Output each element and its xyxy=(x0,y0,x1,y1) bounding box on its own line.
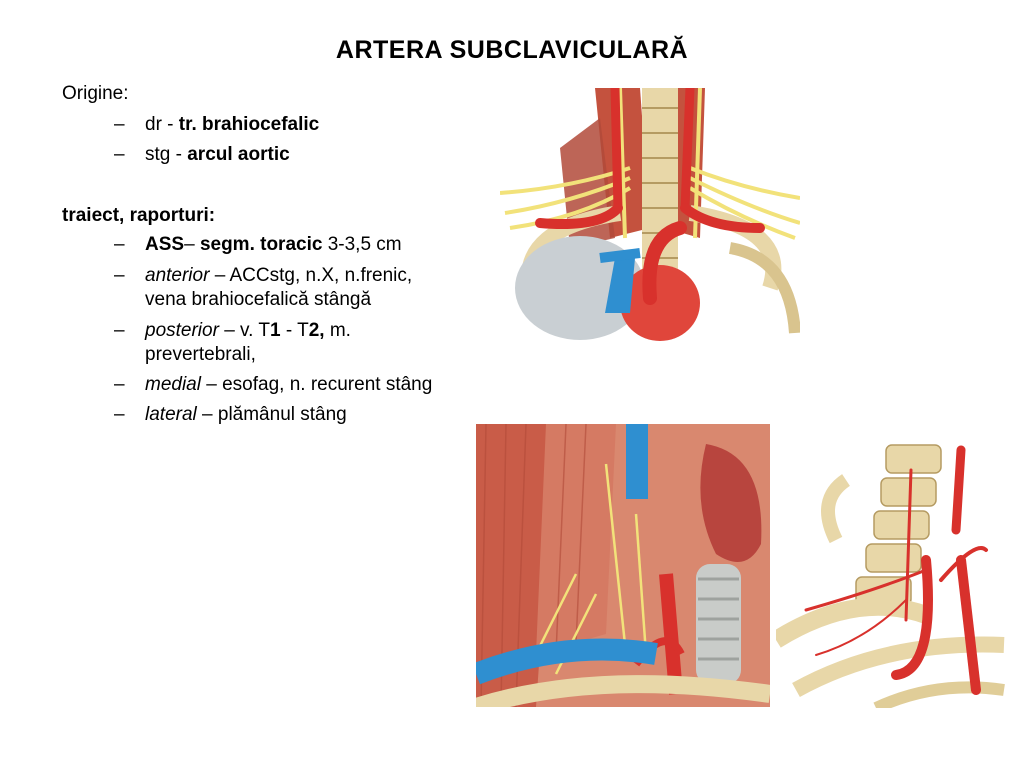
anatomy-illustration-neck-dissection xyxy=(476,424,770,707)
nerve-lines xyxy=(534,463,648,675)
vein-shape xyxy=(605,258,635,313)
origine-heading: Origine: xyxy=(62,83,129,104)
anatomy-illustration-thoracic-outlet xyxy=(500,88,800,346)
item-bold: 1 xyxy=(269,320,281,341)
bullet-dash: – xyxy=(114,144,125,165)
vein-shape xyxy=(626,424,648,499)
artery-shape xyxy=(659,573,683,695)
bone-shape xyxy=(821,474,851,544)
neck-dissection-drawing xyxy=(476,424,770,707)
origine-item-dr: dr - tr. brahiocefalic xyxy=(145,113,319,137)
slide-title: ARTERA SUBCLAVICULARĂ xyxy=(335,36,689,64)
thoracic-outlet-drawing xyxy=(500,88,800,346)
muscle-shape xyxy=(536,424,616,654)
origine-item-stg: stg - arcul aortic xyxy=(145,143,290,167)
bullet-dash: – xyxy=(114,404,125,425)
item-prefix: dr - xyxy=(145,114,179,135)
item-rest: – ACCstg, n.X, n.frenic, xyxy=(209,265,413,286)
item-rest: 3-3,5 cm xyxy=(322,234,402,255)
item-bold: 2, xyxy=(308,320,325,341)
item-prefix: stg - xyxy=(145,144,188,165)
traiect-item-anterior: anterior – ACCstg, n.X, n.frenic, xyxy=(145,264,412,288)
item-bold: tr. brahiocefalic xyxy=(178,114,320,135)
traiect-item-anterior-cont: vena brahiocefalică stângă xyxy=(145,289,372,310)
thyroid-shape xyxy=(700,444,762,562)
trachea-shape xyxy=(696,564,741,684)
traiect-item-posterior-cont: prevertebrali, xyxy=(145,344,256,365)
item-bold: arcul aortic xyxy=(187,144,290,165)
cervical-spine-drawing xyxy=(776,440,1006,708)
rib-shape xyxy=(776,597,930,648)
lung-shape xyxy=(515,236,645,340)
item-rest: – esofag, n. recurent stâng xyxy=(200,374,433,395)
traiect-heading: traiect, raporturi: xyxy=(62,205,216,226)
item-bold: segm. toracic xyxy=(199,234,323,255)
item-italic: anterior xyxy=(145,265,210,286)
heart-shape xyxy=(620,265,700,341)
item-rest: – plămânul stâng xyxy=(196,404,347,425)
item-rest: m. xyxy=(324,320,351,341)
item-italic: medial xyxy=(145,374,201,395)
bullet-dash: – xyxy=(114,234,125,255)
bullet-dash: – xyxy=(114,374,125,395)
traiect-item-medial: medial – esofag, n. recurent stâng xyxy=(145,373,432,397)
item-rest: - T xyxy=(280,320,309,341)
rib-shape xyxy=(873,681,1005,708)
traiect-item-ass: ASS– segm. toracic 3-3,5 cm xyxy=(145,233,402,257)
clavicle-shape xyxy=(476,675,770,707)
bullet-dash: – xyxy=(114,320,125,341)
muscle-shape xyxy=(476,424,556,707)
artery-paths xyxy=(535,88,765,305)
traiect-item-posterior: posterior – v. T1 - T2, m. xyxy=(145,319,351,343)
item-italic: posterior xyxy=(145,320,219,341)
bullet-dash: – xyxy=(114,114,125,135)
bullet-dash: – xyxy=(114,265,125,286)
vein-shape xyxy=(599,248,641,263)
item-italic: lateral xyxy=(145,404,197,425)
item-sep: – xyxy=(184,234,200,255)
vein-shape xyxy=(476,638,658,685)
artery-paths xyxy=(804,445,988,695)
traiect-item-lateral: lateral – plămânul stâng xyxy=(145,403,347,427)
rib-shape xyxy=(728,242,800,334)
anatomy-illustration-cervical-spine-arteries xyxy=(776,440,1006,708)
item-rest: – v. T xyxy=(218,320,270,341)
item-bold: ASS xyxy=(145,234,185,255)
